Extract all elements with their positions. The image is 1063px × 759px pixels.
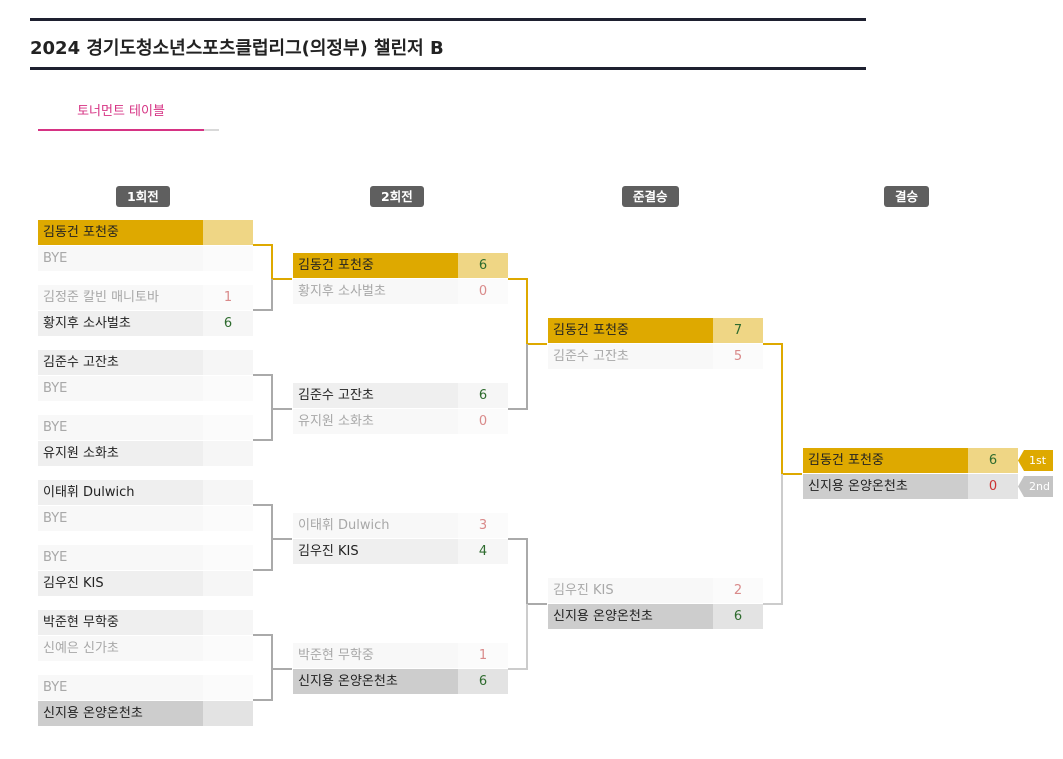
player-name: 김우진 KIS <box>38 571 203 596</box>
player-score: 1 <box>458 643 508 668</box>
player-score <box>203 376 253 401</box>
player-name: BYE <box>38 506 203 531</box>
player-score: 7 <box>713 318 763 343</box>
round-header-semifinal: 준결승 <box>622 186 679 207</box>
player-name: 황지후 소사벌초 <box>38 311 203 336</box>
player-score <box>203 701 253 726</box>
player-score: 4 <box>458 539 508 564</box>
player-name: 신지용 온양온천초 <box>548 604 713 629</box>
first-place-badge: 1st <box>1018 450 1053 471</box>
player-score <box>203 675 253 700</box>
round-header-2: 2회전 <box>370 186 424 207</box>
page-header: 2024 경기도청소년스포츠클럽리그(의정부) 챌린저 B <box>30 18 866 70</box>
player-score: 5 <box>713 344 763 369</box>
player-score <box>203 246 253 271</box>
player-name: 박준현 무학중 <box>38 610 203 635</box>
player-name: 김준수 고잔초 <box>38 350 203 375</box>
player-score: 6 <box>458 383 508 408</box>
player-name: 신지용 온양온천초 <box>803 474 968 499</box>
tab-active-indicator <box>38 129 204 131</box>
player-score: 6 <box>458 253 508 278</box>
player-score: 0 <box>458 279 508 304</box>
player-name: 박준현 무학중 <box>293 643 458 668</box>
round-header-1: 1회전 <box>116 186 170 207</box>
player-score: 1 <box>203 285 253 310</box>
player-score: 6 <box>203 311 253 336</box>
player-name: 신예은 신가초 <box>38 636 203 661</box>
player-name: BYE <box>38 545 203 570</box>
player-name: 김정준 칼빈 매니토바 <box>38 285 203 310</box>
player-score <box>203 571 253 596</box>
second-place-badge: 2nd <box>1018 476 1053 497</box>
player-name: 유지원 소화초 <box>293 409 458 434</box>
player-score <box>203 480 253 505</box>
player-score: 6 <box>968 448 1018 473</box>
player-score <box>203 350 253 375</box>
tab-tournament-table[interactable]: 토너먼트 테이블 <box>77 104 165 119</box>
round-header-final: 결승 <box>884 186 930 207</box>
player-name: BYE <box>38 415 203 440</box>
player-name: 신지용 온양온천초 <box>293 669 458 694</box>
player-name: BYE <box>38 246 203 271</box>
player-name: 김준수 고잔초 <box>293 383 458 408</box>
player-name: 김우진 KIS <box>548 578 713 603</box>
player-name: 김동건 포천중 <box>38 220 203 245</box>
player-name: BYE <box>38 376 203 401</box>
player-name: 김동건 포천중 <box>803 448 968 473</box>
player-score: 3 <box>458 513 508 538</box>
player-score: 6 <box>458 669 508 694</box>
player-score <box>203 636 253 661</box>
player-name: 김우진 KIS <box>293 539 458 564</box>
player-name: 유지원 소화초 <box>38 441 203 466</box>
player-score <box>203 441 253 466</box>
player-name: 이태휘 Dulwich <box>38 480 203 505</box>
player-score: 2 <box>713 578 763 603</box>
player-score <box>203 220 253 245</box>
player-score: 6 <box>713 604 763 629</box>
player-score <box>203 610 253 635</box>
player-name: 이태휘 Dulwich <box>293 513 458 538</box>
player-name: 황지후 소사벌초 <box>293 279 458 304</box>
player-score: 0 <box>968 474 1018 499</box>
player-score <box>203 506 253 531</box>
player-name: 김동건 포천중 <box>293 253 458 278</box>
player-score <box>203 415 253 440</box>
player-name: 김준수 고잔초 <box>548 344 713 369</box>
player-name: BYE <box>38 675 203 700</box>
page-title: 2024 경기도청소년스포츠클럽리그(의정부) 챌린저 B <box>30 38 444 59</box>
player-score <box>203 545 253 570</box>
player-name: 김동건 포천중 <box>548 318 713 343</box>
player-score: 0 <box>458 409 508 434</box>
player-name: 신지용 온양온천초 <box>38 701 203 726</box>
